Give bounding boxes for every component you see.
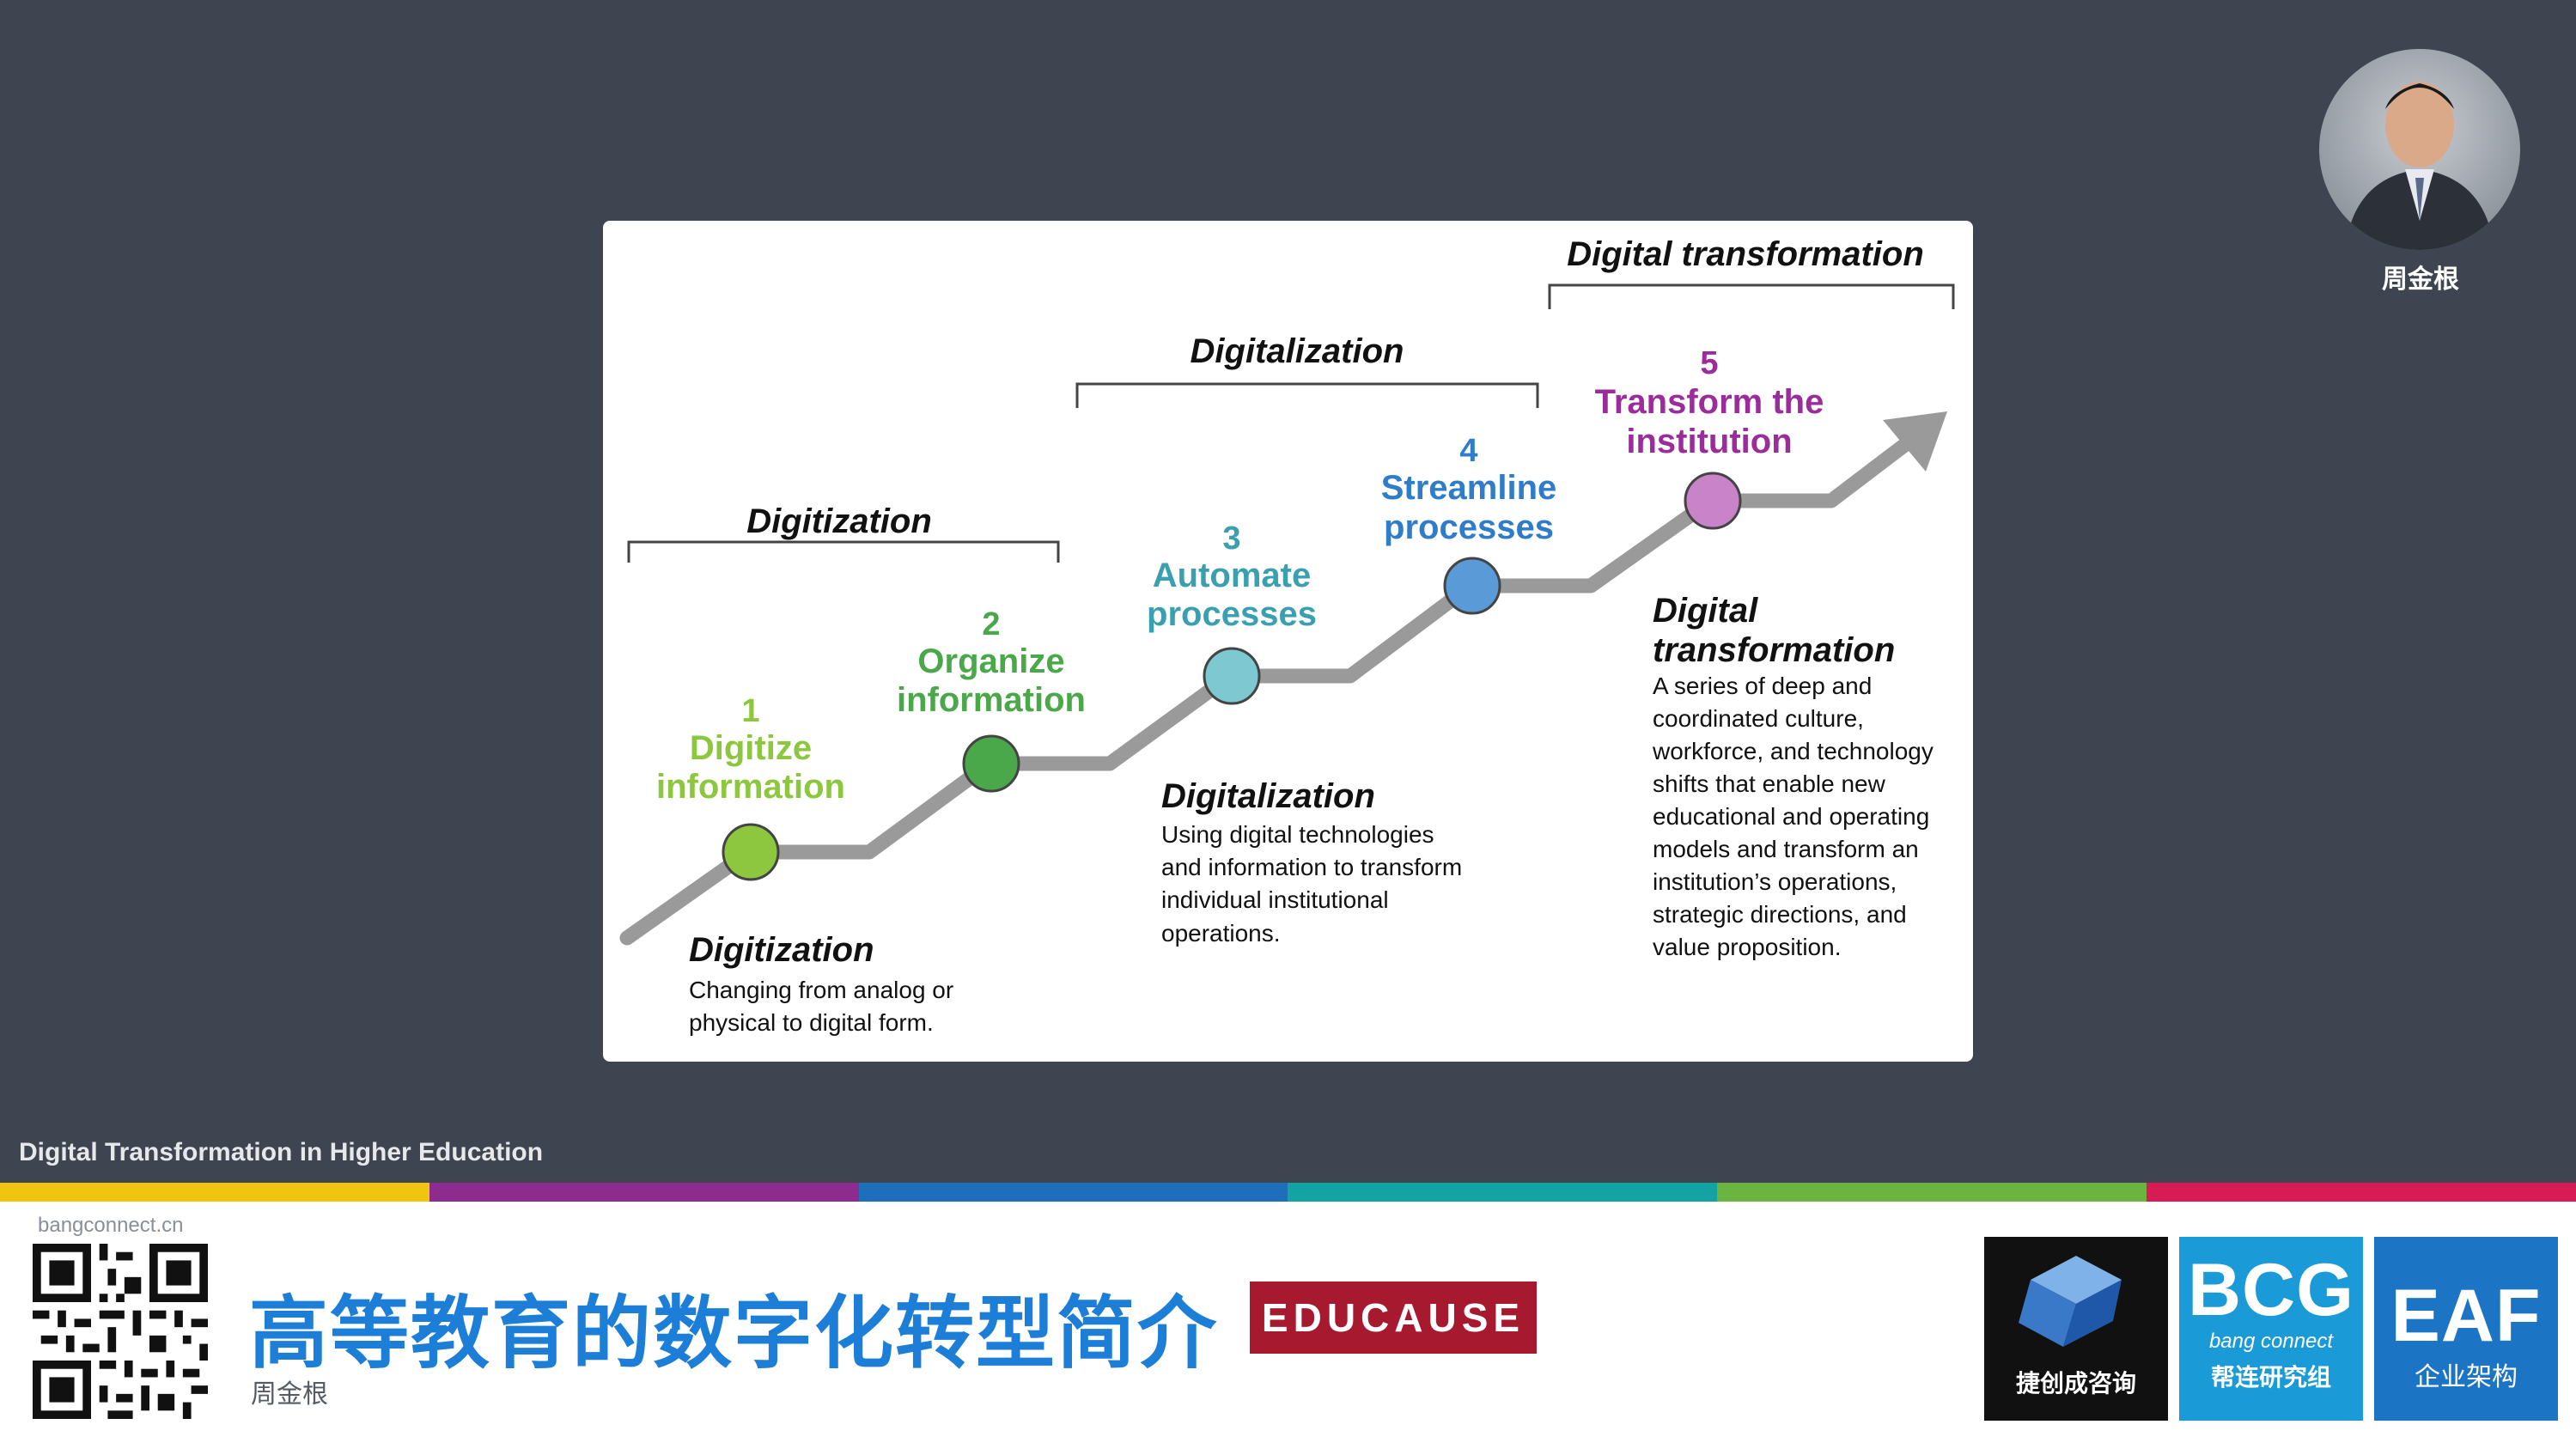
def-digitalization-line: operations. [1161,920,1281,947]
step-5-marker [1684,472,1742,530]
color-stripe [0,1183,2576,1202]
def-digitization-line: Changing from analog or [689,977,953,1003]
step-3-line1: Automate [1153,557,1311,594]
bcg-logo[interactable]: BCG bang connect 帮连研究组 [2179,1237,2363,1421]
bracket-digitalization [1075,382,1539,408]
bracket-transformation [1548,283,1955,309]
bcg-english: bang connect [2208,1330,2334,1353]
jiechuang-logo[interactable]: 捷创成咨询 [1984,1237,2168,1421]
presenter-avatar [2319,49,2520,250]
def-digitalization-line: individual institutional [1161,886,1389,913]
jiechuang-label: 捷创成咨询 [2015,1370,2136,1397]
def-transformation-line: institution’s operations, [1653,868,1897,895]
stripe-segment [0,1183,429,1202]
step-5-line2: institution [1626,423,1792,460]
step-1-line1: Digitize [690,729,812,767]
footer-subtitle: Digital Transformation in Higher Educati… [19,1138,544,1166]
def-transformation-line: coordinated culture, [1653,705,1864,732]
def-transformation-line: A series of deep and [1653,673,1872,699]
def-transformation-line: shifts that enable new [1653,770,1886,797]
diagram-card: Digitization Digitalization Digital tran… [603,221,1973,1062]
transformation-diagram: Digitization Digitalization Digital tran… [619,235,1955,1036]
def-digitization-line: physical to digital form. [689,1009,934,1036]
step-4-marker [1443,557,1501,615]
def-digitalization-line: Using digital technologies [1161,821,1434,848]
def-transformation-title2: transformation [1653,631,1895,669]
def-digitalization-line: and information to transform [1161,854,1462,880]
step-2-marker [962,734,1020,793]
stripe-segment [1288,1183,1718,1202]
bracket-label-transformation: Digital transformation [1567,235,1924,273]
eaf-text: EAF [2390,1275,2542,1357]
eaf-chinese: 企业架构 [2415,1363,2518,1391]
step-1-line2: information [656,768,845,806]
presenter-name: 周金根 [2382,265,2459,294]
step-2-line2: information [897,681,1086,719]
bcg-chinese: 帮连研究组 [2210,1364,2331,1391]
def-transformation-title1: Digital [1653,592,1758,630]
page-title: 高等教育的数字化转型简介 [249,1290,1219,1378]
bracket-digitization [627,540,1060,563]
step-3-number: 3 [1222,521,1240,557]
cube-icon [2019,1256,2122,1347]
step-1-number: 1 [741,693,759,729]
stripe-segment [1717,1183,2147,1202]
author-name: 周金根 [251,1380,328,1409]
step-5-number: 5 [1700,345,1718,381]
step-3-marker [1203,647,1261,705]
step-3-line2: processes [1147,595,1317,633]
step-5-line1: Transform the [1595,383,1824,421]
eaf-logo[interactable]: EAF 企业架构 [2374,1237,2558,1421]
def-transformation-line: workforce, and technology [1652,738,1934,764]
def-transformation-line: value proposition. [1653,934,1841,960]
step-2-number: 2 [982,606,1000,642]
step-4-number: 4 [1459,433,1477,469]
stripe-segment [2147,1183,2576,1202]
def-transformation-line: models and transform an [1653,836,1919,862]
def-transformation-line: educational and operating [1653,803,1929,830]
bracket-label-digitalization: Digitalization [1191,332,1404,370]
site-url[interactable]: bangconnect.cn [38,1214,184,1237]
stripe-segment [429,1183,859,1202]
def-digitalization-title: Digitalization [1161,777,1375,815]
arrow-head-icon [1883,411,1947,472]
stripe-segment [858,1183,1288,1202]
bcg-text: BCG [2187,1249,2355,1331]
qr-code-icon[interactable] [33,1244,208,1419]
def-digitization-title: Digitization [689,931,874,969]
def-transformation-line: strategic directions, and [1653,901,1907,928]
step-1-marker [722,823,780,881]
person-photo-icon [2345,82,2494,250]
step-2-line1: Organize [917,642,1064,680]
bracket-label-digitization: Digitization [746,502,932,540]
step-4-line1: Streamline [1381,469,1557,507]
step-4-line2: processes [1384,508,1554,546]
educause-logo: EDUCAUSE [1250,1282,1537,1354]
